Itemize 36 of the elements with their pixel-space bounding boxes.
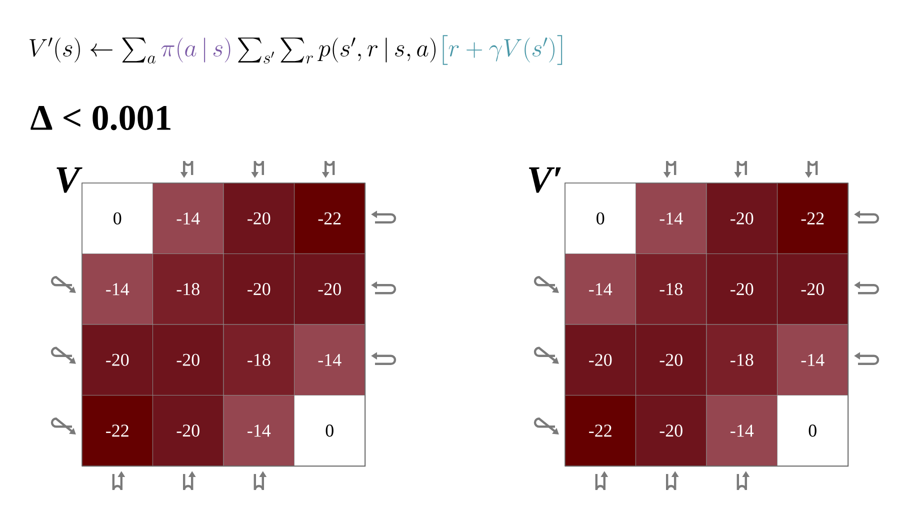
value-cell: -18 — [636, 254, 707, 325]
value-cell: -14 — [82, 254, 153, 325]
value-cell: -14 — [564, 254, 636, 325]
convergence-threshold: Δ < 0.001 — [30, 106, 170, 130]
value-cell: -20 — [223, 254, 294, 325]
value-cell: -20 — [636, 395, 707, 466]
value-cell: -18 — [223, 324, 294, 396]
value-cell: -14 — [223, 395, 294, 466]
value-cell: -20 — [706, 254, 778, 325]
value-cell: -14 — [152, 182, 224, 254]
value-cell: -20 — [223, 182, 294, 254]
value-cell: -22 — [564, 395, 636, 466]
value-cell: -22 — [82, 395, 153, 466]
grid-title: V — [56, 167, 82, 193]
grid-title: V′ — [529, 167, 561, 193]
value-cell: -20 — [152, 395, 224, 466]
value-cell: -14 — [294, 324, 366, 396]
value-cell: -20 — [777, 254, 848, 325]
value-cell: -20 — [636, 324, 707, 396]
value-cell: -14 — [777, 324, 848, 396]
update-formula: $V'(s) \leftarrow \sum_{a} \textcolor{pic}{\pi(a\,|\,s)} \sum_{s'} \sum_{r} p(s',r\,|\,s,a) \textcolor{tgc}{\big[r+\gamma V(s')\big]}$ — [30, 35, 562, 65]
value-cell: 0 — [777, 395, 848, 466]
value-cell: -18 — [706, 324, 778, 396]
value-cell: -18 — [152, 254, 224, 325]
value-cell: 0 — [564, 182, 636, 254]
value-cell: -14 — [636, 182, 707, 254]
value-cell: -14 — [706, 395, 778, 466]
value-cell: -22 — [294, 182, 366, 254]
value-cell: -22 — [777, 182, 848, 254]
value-cell: 0 — [82, 182, 153, 254]
value-cell: -20 — [152, 324, 224, 396]
value-cell: 0 — [294, 395, 366, 466]
value-cell: -20 — [294, 254, 366, 325]
value-cell: -20 — [82, 324, 153, 396]
value-cell: -20 — [706, 182, 778, 254]
value-cell: -20 — [564, 324, 636, 396]
